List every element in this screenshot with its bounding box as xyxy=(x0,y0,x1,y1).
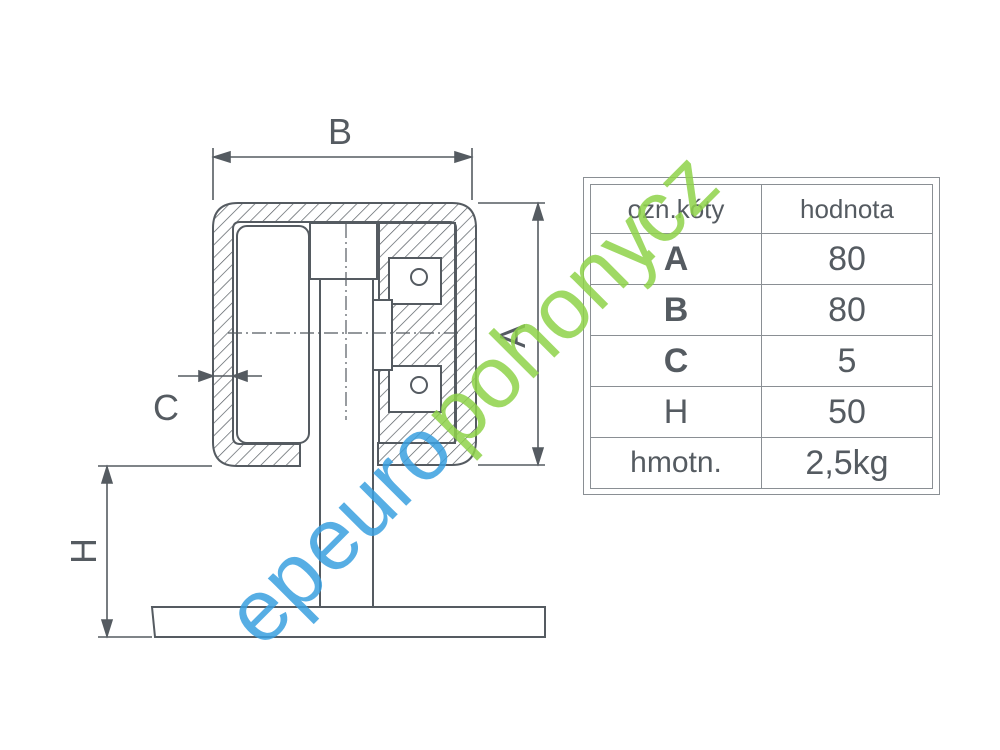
column-header-value: hodnota xyxy=(761,184,933,234)
table-row: B 80 xyxy=(590,284,933,336)
table-header-row: ozn.kóty hodnota xyxy=(590,184,933,234)
table-cell-value: 80 xyxy=(761,233,933,285)
bearing-ball-bottom xyxy=(410,376,428,394)
column-header-code: ozn.kóty xyxy=(590,184,762,234)
inner-shaft xyxy=(371,299,393,371)
dimension-label-c: C xyxy=(153,387,179,428)
table-cell-code: B xyxy=(590,284,762,336)
base-plate xyxy=(150,606,546,638)
center-lines xyxy=(228,224,462,420)
roller-housing xyxy=(150,202,546,638)
table-cell-value: 2,5kg xyxy=(761,437,933,489)
table-row: C 5 xyxy=(590,335,933,387)
bearing-ball-top xyxy=(410,268,428,286)
dimension-label-a: A xyxy=(492,324,533,348)
table-cell-code: C xyxy=(590,335,762,387)
dimensions xyxy=(98,148,545,639)
table-cell-value: 50 xyxy=(761,386,933,438)
dimension-label-b: B xyxy=(328,111,352,152)
table-row: A 80 xyxy=(590,233,933,285)
left-wheel xyxy=(236,225,310,444)
table-row: hmotn. 2,5kg xyxy=(590,437,933,489)
table-row: H 50 xyxy=(590,386,933,438)
table-cell-value: 5 xyxy=(761,335,933,387)
table-cell-value: 80 xyxy=(761,284,933,336)
dimensions-table-frame: ozn.kóty hodnota A 80 B 80 C 5 H 50 hmot xyxy=(583,177,940,495)
dimension-label-h: H xyxy=(63,538,104,564)
dimensions-table: ozn.kóty hodnota A 80 B 80 C 5 H 50 hmot xyxy=(590,184,933,489)
axle-block xyxy=(309,222,378,280)
table-cell-code: A xyxy=(590,233,762,285)
table-cell-code: hmotn. xyxy=(590,437,762,489)
bearing-top xyxy=(388,257,442,305)
table-cell-code: H xyxy=(590,386,762,438)
